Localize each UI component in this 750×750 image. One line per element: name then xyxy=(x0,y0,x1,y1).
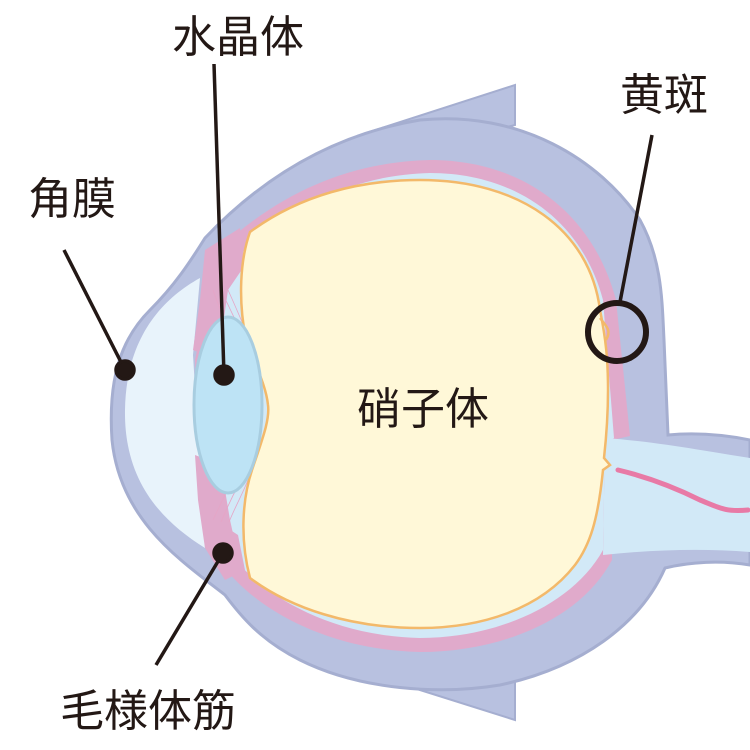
cornea-leader-line xyxy=(62,249,127,371)
lens xyxy=(192,315,264,495)
label-lens: 水晶体 xyxy=(172,12,304,63)
cornea-marker-dot xyxy=(114,359,136,381)
cornea xyxy=(124,278,205,548)
label-macula: 黄斑 xyxy=(620,70,708,121)
vitreous-body xyxy=(239,178,612,630)
macula-marker-circle xyxy=(585,300,649,364)
lens-marker-dot xyxy=(213,364,235,386)
label-vitreous: 硝子体 xyxy=(357,384,489,435)
label-cornea: 角膜 xyxy=(28,174,116,225)
label-ciliary-muscle: 毛様体筋 xyxy=(60,686,236,737)
macula-leader-line xyxy=(618,134,654,303)
ciliary-body xyxy=(193,228,245,355)
ciliary-leader-line xyxy=(154,552,225,666)
ciliary-marker-dot xyxy=(212,542,234,564)
optic-nerve xyxy=(603,438,750,555)
lens-leader-line xyxy=(212,63,226,376)
macula-pit xyxy=(599,317,610,341)
blood-vessel xyxy=(615,467,750,513)
